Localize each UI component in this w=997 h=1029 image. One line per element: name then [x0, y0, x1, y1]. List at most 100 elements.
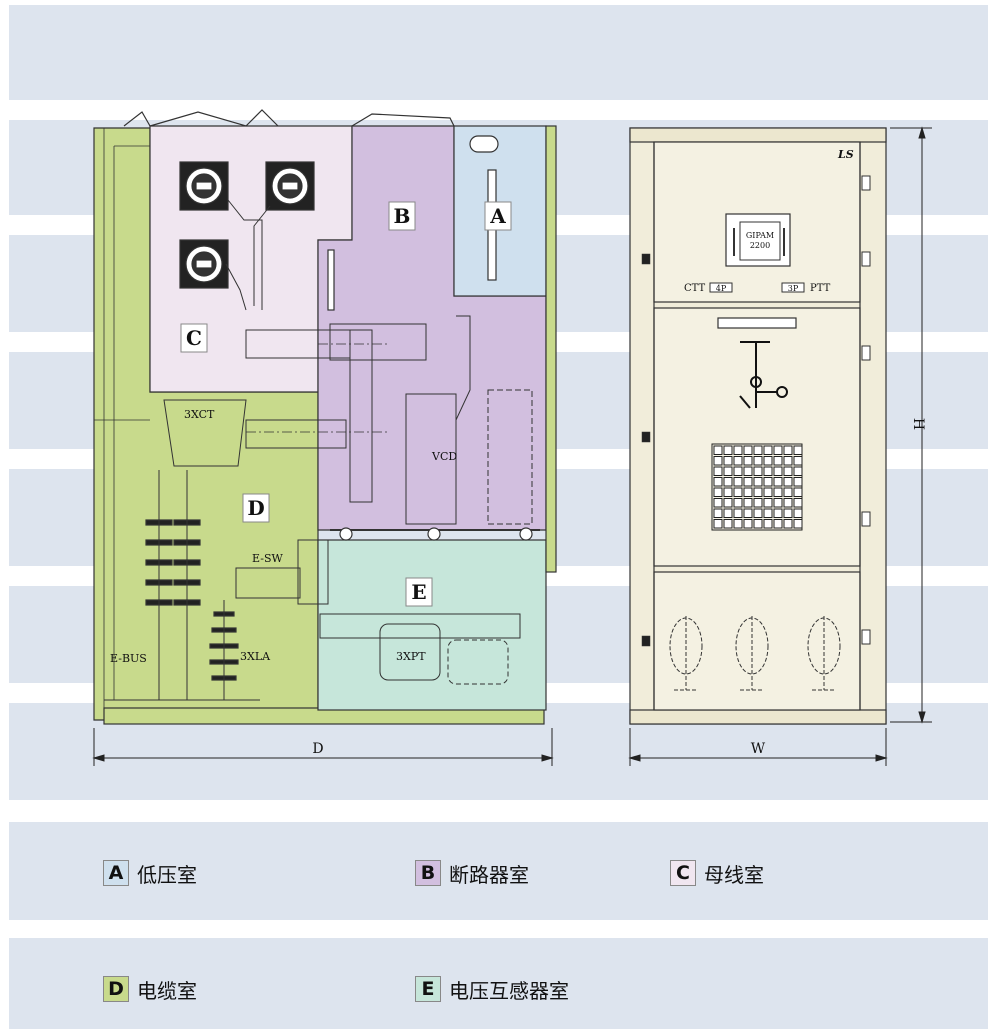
vent-cell — [753, 487, 763, 497]
component-label-3xla: 3XLA — [240, 650, 271, 663]
vent-cell — [773, 456, 783, 466]
vent-cell — [783, 498, 793, 508]
vent-cell — [793, 466, 803, 476]
vent-cell — [783, 445, 793, 455]
dimension-d — [92, 728, 554, 766]
vent-cell — [763, 498, 773, 508]
vent-cell — [763, 519, 773, 529]
legend-label-c: 母线室 — [704, 862, 764, 887]
vent-cell — [713, 519, 723, 529]
vent-cell — [783, 487, 793, 497]
legend-label-d: 电缆室 — [137, 978, 197, 1003]
vent-cell — [793, 498, 803, 508]
vent-cell — [763, 466, 773, 476]
vent-cell — [733, 456, 743, 466]
vent-cell — [783, 477, 793, 487]
vent-cell — [753, 456, 763, 466]
legend-badge-b: B — [415, 860, 441, 886]
vent-cell — [723, 466, 733, 476]
legend-label-a: 低压室 — [137, 862, 197, 887]
ctt-label: CTT — [684, 283, 706, 294]
vent-cell — [743, 466, 753, 476]
ct-symbol — [669, 616, 703, 691]
dimension-h — [890, 126, 932, 724]
vent-cell — [753, 498, 763, 508]
dimension-w-label: W — [751, 741, 766, 757]
ct-symbol — [735, 616, 769, 691]
vent-cell — [743, 487, 753, 497]
zone-badge-d-text: D — [247, 496, 264, 520]
vent-cell — [723, 487, 733, 497]
vent-cell — [723, 498, 733, 508]
background-band — [9, 5, 988, 100]
vent-cell — [763, 477, 773, 487]
busbar-unit — [179, 239, 229, 289]
component-label-3xct: 3XCT — [184, 408, 215, 421]
ct-symbol — [807, 616, 841, 691]
dimension-w — [628, 728, 888, 766]
vent-cell — [793, 477, 803, 487]
vent-cell — [763, 456, 773, 466]
vent-cell — [733, 519, 743, 529]
vent-cell — [753, 466, 763, 476]
vent-cell — [773, 466, 783, 476]
ctt-box-label: 4P — [716, 284, 727, 293]
vent-cell — [733, 487, 743, 497]
vent-cell — [753, 477, 763, 487]
switchgear-diagram: B A C D E 3XCT VCD E-SW E-BUS 3XLA 3XPT … — [92, 109, 932, 766]
zone-badge-d: D — [242, 493, 270, 523]
roof-flap — [351, 113, 455, 127]
legend-row-1: A 低压室 B 断路器室 C 母线室 — [9, 822, 988, 920]
vent-cell — [713, 508, 723, 518]
busbar-unit — [179, 161, 229, 211]
vent-cell — [753, 445, 763, 455]
component-label-e-sw: E-SW — [252, 552, 283, 565]
legend-label-e: 电压互感器室 — [449, 978, 569, 1003]
zone-badge-b: B — [388, 201, 416, 231]
legend-item-c: C 母线室 — [670, 858, 764, 888]
vent-cell — [783, 456, 793, 466]
vent-cell — [713, 456, 723, 466]
vent-cell — [713, 445, 723, 455]
zone-badge-c: C — [180, 323, 208, 353]
vent-cell — [773, 498, 783, 508]
legend-item-d: D 电缆室 — [103, 974, 197, 1004]
legend-item-b: B 断路器室 — [415, 858, 529, 888]
vent-cell — [713, 487, 723, 497]
vent-cell — [773, 508, 783, 518]
vent-cell — [743, 498, 753, 508]
vent-cell — [733, 508, 743, 518]
ptt-box-label: 3P — [788, 284, 799, 293]
zone-e-region — [317, 539, 547, 711]
vent-cell — [713, 498, 723, 508]
vent-cell — [793, 487, 803, 497]
vent-cell — [793, 508, 803, 518]
side-view — [93, 109, 557, 725]
zone-badge-a: A — [484, 201, 512, 231]
vent-cell — [723, 519, 733, 529]
cable-door — [653, 571, 861, 711]
legend-badge-d: D — [103, 976, 129, 1002]
vent-cell — [743, 477, 753, 487]
vent-cell — [773, 477, 783, 487]
vent-cell — [733, 477, 743, 487]
zone-badge-c-text: C — [186, 326, 202, 350]
vent-cell — [713, 466, 723, 476]
legend-badge-a: A — [103, 860, 129, 886]
roof-flap — [149, 109, 279, 127]
vent-cell — [773, 487, 783, 497]
vent-cell — [743, 519, 753, 529]
legend-item-e: E 电压互感器室 — [415, 974, 569, 1004]
front-view — [629, 127, 887, 725]
dimension-d-label: D — [312, 741, 323, 757]
vent-cell — [723, 445, 733, 455]
component-label-vcd: VCD — [431, 450, 457, 463]
vent-cell — [783, 508, 793, 518]
zone-badge-e-text: E — [411, 580, 426, 604]
vent-cell — [743, 456, 753, 466]
vent-cell — [763, 445, 773, 455]
vent-cell — [733, 498, 743, 508]
ptt-label: PTT — [810, 283, 831, 294]
meter-label-gipam: GIPAM — [746, 231, 774, 240]
vent-cell — [723, 508, 733, 518]
